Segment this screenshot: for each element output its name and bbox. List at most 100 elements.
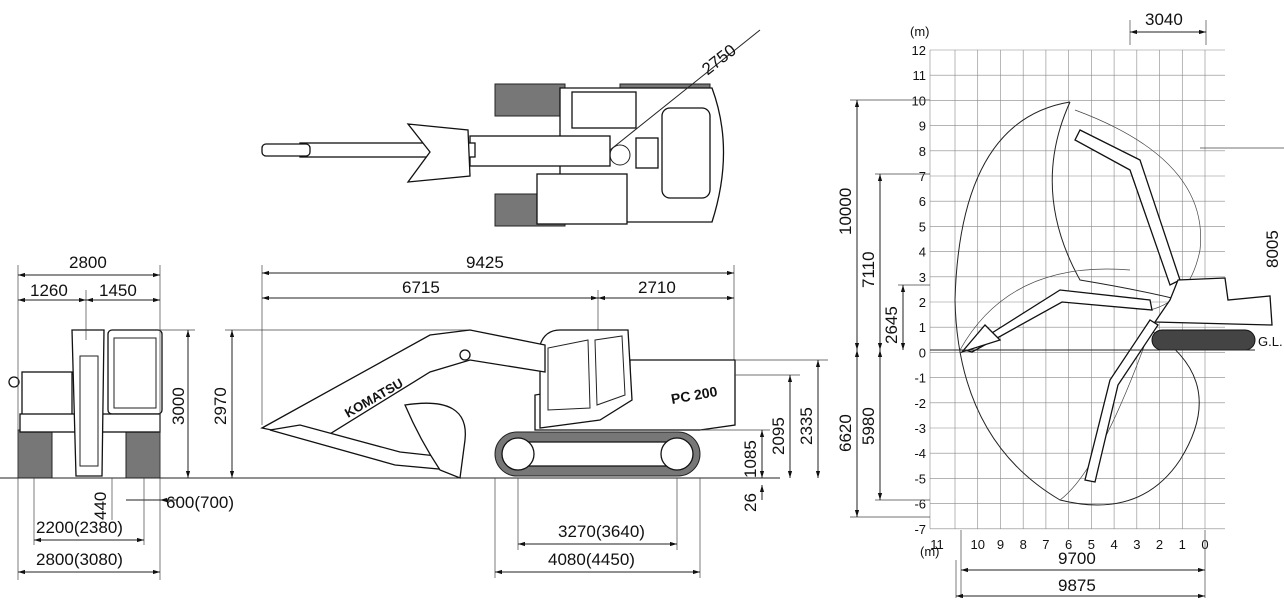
range-max-digging-depth: 6620 — [836, 414, 855, 452]
x-tick-label: 6 — [1065, 537, 1072, 552]
range-max-reach-ground: 9700 — [1058, 549, 1096, 568]
y-tick-label: 5 — [919, 219, 926, 234]
y-tick-label: 3 — [919, 270, 926, 285]
x-tick-label: 5 — [1088, 537, 1095, 552]
y-tick-label: -4 — [914, 446, 926, 461]
boom-top — [469, 135, 611, 167]
side-tail-length: 2710 — [638, 278, 676, 297]
side-grouser-height: 26 — [741, 493, 760, 512]
top-radius-label: 2750 — [698, 41, 740, 79]
radius-line — [609, 29, 761, 151]
idler — [501, 437, 535, 471]
range-ground-line-label: G.L. — [1258, 334, 1283, 349]
x-tick-label: 8 — [1020, 537, 1027, 552]
side-front-length: 6715 — [402, 278, 440, 297]
side-bucket — [404, 402, 466, 479]
cab-top — [536, 173, 628, 225]
x-tick-label: 10 — [970, 537, 984, 552]
range-right-height: 8005 — [1263, 230, 1282, 268]
x-tick-label: 11 — [930, 537, 944, 552]
side-track-length: 4080(4450) — [548, 550, 635, 569]
y-tick-label: 9 — [919, 119, 926, 134]
range-bucket-reach — [960, 324, 1002, 354]
x-tick-label: 7 — [1042, 537, 1049, 552]
side-overall-length: 9425 — [466, 253, 504, 272]
front-track-width: 2800(3080) — [36, 550, 123, 569]
range-max-dumping-height: 7110 — [859, 251, 878, 288]
front-right-width: 1450 — [99, 281, 137, 300]
side-overall-height: 2970 — [211, 387, 230, 425]
side-cab-door — [594, 335, 626, 406]
range-envelope-mid — [959, 268, 1131, 351]
side-cab-height: 2095 — [769, 417, 788, 455]
front-cab-window — [113, 337, 157, 409]
y-tick-label: 10 — [912, 93, 926, 108]
y-tick-label: 6 — [919, 194, 926, 209]
front-blade — [79, 355, 99, 467]
range-y-unit: (m) — [910, 24, 930, 39]
side-counterweight-clearance: 1085 — [741, 440, 760, 478]
side-rear-height: 2335 — [797, 407, 816, 445]
top-view: 2750 — [261, 29, 761, 227]
y-tick-label: 2 — [919, 295, 926, 310]
side-cab-window — [547, 339, 591, 411]
y-tick-label: -3 — [914, 421, 926, 436]
front-boom — [71, 329, 105, 477]
y-tick-label: 1 — [919, 320, 926, 335]
range-envelope-inner — [1051, 101, 1181, 301]
range-x-unit: (m) — [920, 544, 940, 559]
front-body — [21, 371, 73, 417]
engine-cover — [661, 107, 711, 199]
front-height: 3000 — [169, 387, 188, 425]
y-tick-label: 8 — [919, 144, 926, 159]
front-ground-clearance: 440 — [91, 492, 110, 520]
front-view: 2800 1260 1450 3000 440 600(700) 2200(23… — [0, 253, 260, 580]
front-track-gauge: 2200(2380) — [36, 518, 123, 537]
front-mirror — [8, 376, 20, 388]
y-tick-label: -6 — [914, 497, 926, 512]
front-track-left — [17, 429, 53, 479]
x-tick-label: 9 — [997, 537, 1004, 552]
range-boom-lowered — [1084, 319, 1159, 483]
range-max-reach: 9875 — [1058, 576, 1096, 595]
y-tick-label: -1 — [914, 371, 926, 386]
y-tick-label: 0 — [919, 345, 926, 360]
tank — [635, 137, 659, 169]
front-track-right — [125, 429, 161, 479]
front-cab — [107, 329, 163, 415]
y-tick-label: -7 — [914, 522, 926, 537]
side-boom — [260, 329, 546, 441]
machinery-block — [571, 91, 637, 129]
front-overall-width: 2800 — [69, 253, 107, 272]
range-envelope-outer — [954, 101, 1200, 506]
range-machine-upper — [1153, 277, 1273, 326]
y-tick-label: 7 — [919, 169, 926, 184]
x-tick-label: 2 — [1156, 537, 1163, 552]
front-shoe-width: 600(700) — [166, 493, 234, 512]
linkage-top — [261, 143, 311, 157]
range-boom-raised — [1074, 129, 1181, 286]
range-max-cutting-height: 10000 — [836, 188, 855, 235]
x-tick-label: 1 — [1179, 537, 1186, 552]
y-tick-label: 11 — [913, 68, 927, 83]
track-left-top — [494, 83, 566, 117]
side-tumbler-distance: 3270(3640) — [558, 522, 645, 541]
y-tick-label: 4 — [919, 245, 926, 260]
side-pin — [459, 349, 471, 361]
range-min-swing-height: 2645 — [882, 306, 901, 344]
side-view: 9425 6715 2710 2970 PC 200 KOMATSU — [211, 253, 828, 578]
y-tick-label: -5 — [914, 471, 926, 486]
y-tick-label: 12 — [912, 43, 926, 58]
sprocket — [660, 437, 694, 471]
range-boom-extended — [963, 289, 1153, 353]
range-machine-track — [1151, 329, 1256, 351]
side-cab — [539, 329, 633, 429]
x-tick-label: 4 — [1110, 537, 1117, 552]
bucket-top — [406, 123, 471, 183]
range-grid — [929, 49, 1225, 530]
y-tick-label: -2 — [914, 396, 926, 411]
